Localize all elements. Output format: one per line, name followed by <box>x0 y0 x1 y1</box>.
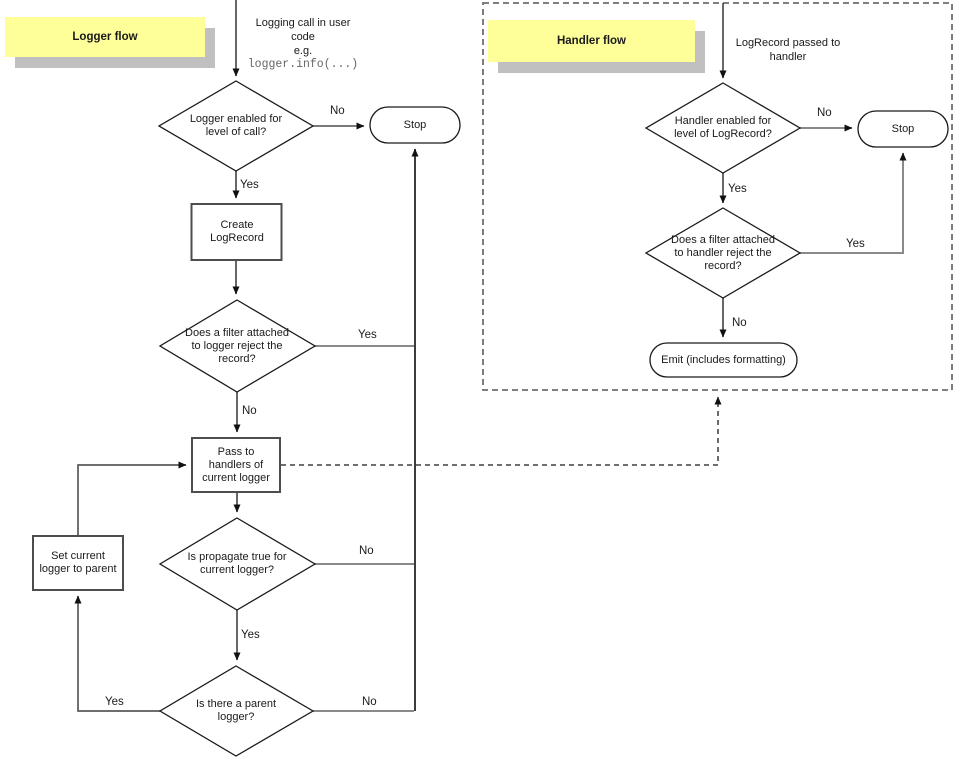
logger-stop-shape <box>369 106 461 144</box>
set-current-parent-label: Set current logger to parent <box>39 550 117 575</box>
handler-level-decision-label: Handler enabled for level of LogRecord? <box>674 115 772 140</box>
edge-label-parent-yes: Yes <box>105 696 124 708</box>
logger-entry-annotation: Logging call in user code e.g. logger.in… <box>247 16 359 72</box>
edge-label-logger-filter-yes: Yes <box>358 329 377 341</box>
handler-filter-decision-shape <box>644 207 802 299</box>
emit-label: Emit (includes formatting) <box>661 353 786 366</box>
edge-label-logger-filter-no: No <box>242 405 257 417</box>
edge-label-handler-filter-yes: Yes <box>846 238 865 250</box>
logger-stop-label: Stop <box>403 118 427 131</box>
logger-entry-eg: e.g. <box>293 45 313 57</box>
propagate-decision-label: Is propagate true for current logger? <box>187 551 287 576</box>
edge-label-handler-level-no: No <box>817 107 832 119</box>
edge-label-parent-no: No <box>362 696 377 708</box>
handler-stop-shape <box>857 110 949 148</box>
handler-stop-label: Stop <box>891 122 915 135</box>
create-logrecord-label: Create LogRecord <box>210 219 264 244</box>
logger-flow-title: Logger flow <box>72 31 138 43</box>
handler-flow-title-note: Handler flow <box>488 20 695 62</box>
handler-entry-annotation: LogRecord passed to handler <box>735 37 841 63</box>
logger-level-decision-shape <box>157 80 315 172</box>
edge-label-propagate-no: No <box>359 545 374 557</box>
pass-to-handlers-label: Pass to handlers of current logger <box>202 445 270 484</box>
logger-entry-code: logger.info(...) <box>247 58 359 71</box>
edge-label-logger-level-yes: Yes <box>240 179 259 191</box>
propagate-decision-shape <box>158 517 317 611</box>
handler-link-dashed-arrow <box>281 396 722 466</box>
set-current-parent-shape <box>32 535 124 591</box>
setparent-to-pass-arrow <box>77 461 187 536</box>
edge-label-logger-level-no: No <box>330 105 345 117</box>
edge-label-handler-level-yes: Yes <box>728 183 747 195</box>
handler-flow-frame <box>482 2 953 391</box>
logger-level-decision-label: Logger enabled for level of call? <box>189 113 283 138</box>
handler-level-decision-shape <box>644 82 802 174</box>
logger-flow-title-note: Logger flow <box>5 17 205 57</box>
handler-flow-title: Handler flow <box>556 35 626 47</box>
pass-to-handlers-shape <box>191 437 281 493</box>
logger-filter-decision-label: Does a filter attached to logger reject … <box>185 326 289 365</box>
parent-decision-label: Is there a parent logger? <box>195 698 277 723</box>
parent-yes-arrow <box>74 595 160 712</box>
logger-entry-text: Logging call in user code <box>255 17 351 43</box>
emit-shape <box>649 342 798 378</box>
edge-label-propagate-yes: Yes <box>241 629 260 641</box>
create-logrecord-shape <box>190 203 283 261</box>
handler-filter-yes-arrow <box>800 152 907 254</box>
parent-decision-shape <box>158 665 315 757</box>
logger-filter-decision-shape <box>158 299 317 393</box>
edge-label-handler-filter-no: No <box>732 317 747 329</box>
handler-filter-decision-label: Does a filter attached to handler reject… <box>671 233 775 272</box>
